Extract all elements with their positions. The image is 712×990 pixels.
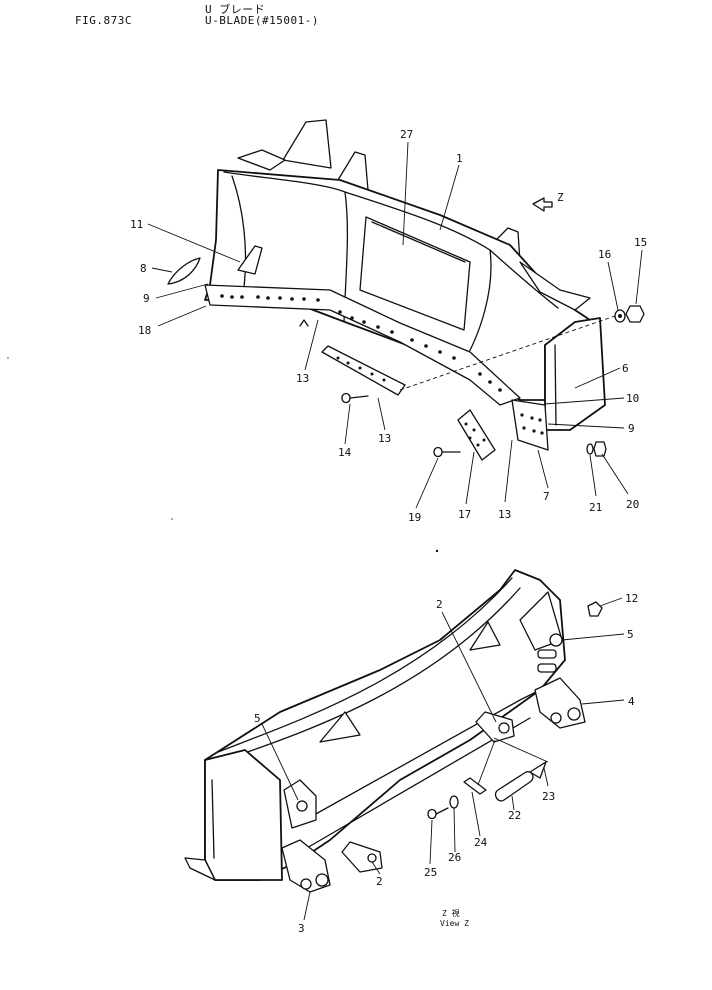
callout-7: 7 <box>543 490 550 503</box>
callout-17: 17 <box>458 508 471 521</box>
cutting-edge-bolt-holes <box>220 294 502 392</box>
callout-2-upper: 2 <box>436 598 443 611</box>
callout-9-right: 9 <box>628 422 635 435</box>
callout-18: 18 <box>138 324 151 337</box>
callout-3: 3 <box>298 922 305 935</box>
lower-loose-parts <box>427 737 549 820</box>
callout-11: 11 <box>130 218 143 231</box>
callout-1: 1 <box>456 152 463 165</box>
callout-23: 23 <box>542 790 555 803</box>
view-arrow-z: Z <box>557 191 564 204</box>
callout-9-upper: 9 <box>143 292 150 305</box>
callout-25: 25 <box>424 866 437 879</box>
callout-16: 16 <box>598 248 611 261</box>
upper-loose-parts <box>321 197 645 461</box>
callout-13-right: 13 <box>498 508 511 521</box>
callout-6: 6 <box>622 362 629 375</box>
view-z-caption-jp: Z 視 <box>442 909 460 918</box>
callout-14: 14 <box>338 446 352 459</box>
view-z-caption-en: View Z <box>440 919 469 928</box>
callout-12: 12 <box>625 592 638 605</box>
upper-blade-assembly <box>167 119 606 451</box>
callout-8: 8 <box>140 262 147 275</box>
end-bit-holes <box>520 413 544 435</box>
figure-title: U-BLADE(#15001-) <box>205 14 319 27</box>
callout-21: 21 <box>589 501 602 514</box>
callout-19: 19 <box>408 511 421 524</box>
lower-blade-assembly <box>184 569 603 893</box>
callout-22: 22 <box>508 809 521 822</box>
callout-5-right: 5 <box>627 628 634 641</box>
callout-4: 4 <box>628 695 635 708</box>
callout-24: 24 <box>474 836 488 849</box>
figure-number: FIG.873C <box>75 14 132 27</box>
callout-15: 15 <box>634 236 647 249</box>
callout-2-lower: 2 <box>376 875 383 888</box>
callout-13-left: 13 <box>296 372 309 385</box>
callout-10: 10 <box>626 392 639 405</box>
callout-20: 20 <box>626 498 639 511</box>
callout-5-left: 5 <box>254 712 261 725</box>
title-katakana: U ブレード <box>205 3 266 16</box>
callout-labels: 27 1 11 8 9 18 13 14 13 16 15 6 10 9 19 … <box>130 128 647 935</box>
callout-27: 27 <box>400 128 413 141</box>
callout-26: 26 <box>448 851 461 864</box>
callout-13-mid: 13 <box>378 432 391 445</box>
